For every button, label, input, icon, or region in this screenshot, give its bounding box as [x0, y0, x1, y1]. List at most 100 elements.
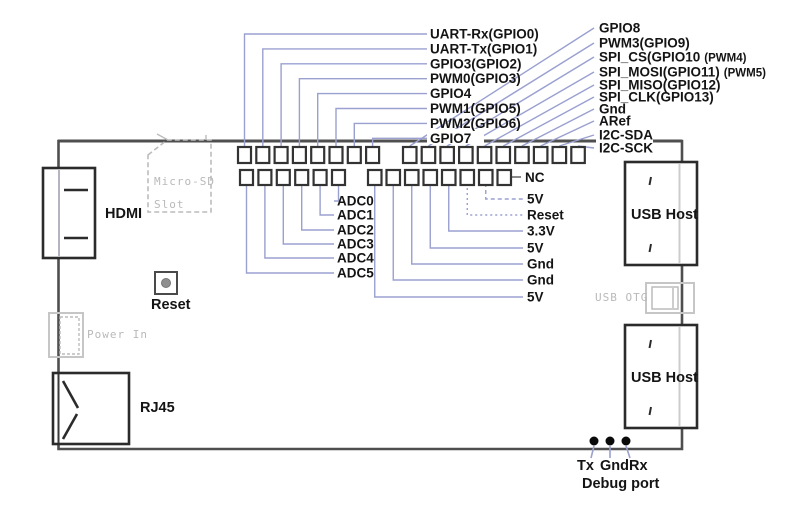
pin-label-right-gpio: PWM3(GPIO9)	[599, 36, 690, 51]
leader-right-gpio	[521, 108, 595, 147]
leader-adc	[301, 183, 334, 231]
pin-label-main: SPI_MISO(GPIO12)	[599, 78, 721, 93]
pin-pad-top-right	[551, 145, 568, 165]
pin-label-left-gpio: PWM2(GPIO6)	[430, 116, 521, 131]
leader-right-gpio	[540, 120, 595, 147]
debug-pin-dot	[589, 436, 599, 446]
leader-adc	[264, 183, 334, 259]
debug-pin-dot	[621, 436, 631, 446]
pin-pad-bottom-right	[403, 168, 420, 187]
rj45-clip-mark	[61, 380, 80, 409]
pin-pad-top-right	[495, 145, 512, 165]
pin-label-adc: ADC3	[337, 237, 374, 252]
pin-label-main: Gnd	[599, 102, 626, 117]
pin-pad-top-right	[532, 145, 549, 165]
pin-label-power: 5V	[527, 290, 544, 305]
pin-label-right-gpio: I2C-SDA	[599, 128, 653, 143]
usb-host-bottom-label: USB Host	[631, 370, 698, 386]
leader-power	[411, 183, 523, 265]
usb-pin-mark	[648, 243, 652, 253]
rj45-label: RJ45	[140, 400, 175, 416]
pin-pad-top-right	[420, 145, 437, 165]
leader-right-gpio	[484, 84, 595, 147]
leader-right-gpio	[502, 96, 595, 147]
pin-label-main: GPIO8	[599, 21, 641, 36]
pin-pad-top-right	[401, 145, 418, 165]
leader-left-gpio	[262, 48, 427, 150]
leader-right-gpio	[465, 71, 595, 147]
pin-label-power: NC	[525, 170, 545, 185]
pin-label-left-gpio: GPIO4	[430, 86, 472, 101]
pin-pad-bottom-right	[440, 168, 457, 187]
pin-label-right-gpio: Gnd	[599, 102, 626, 117]
pin-label-power: 5V	[527, 192, 544, 207]
leader-left-gpio	[298, 78, 427, 150]
pin-label-right-gpio: ARef	[599, 114, 631, 129]
leader-power	[429, 183, 523, 249]
pin-label-power: Gnd	[527, 257, 554, 272]
power-in-label: Power In	[87, 328, 148, 341]
pin-label-main: I2C-SDA	[599, 128, 653, 143]
debug-pin-label: Tx	[577, 458, 594, 474]
pin-label-left-gpio: GPIO3(GPIO2)	[430, 56, 522, 71]
usb-otg-connector	[645, 282, 695, 314]
leader-power	[448, 183, 523, 232]
debug-pin-dot	[605, 436, 615, 446]
pin-label-adc: ADC2	[337, 223, 374, 238]
pin-label-right-gpio: GPIO8	[599, 21, 641, 36]
pin-label-adc: ADC5	[337, 266, 374, 281]
pin-pad-top-left	[310, 145, 326, 165]
pin-label-main: SPI_CLK(GPIO13)	[599, 90, 714, 105]
leader-power	[374, 183, 523, 298]
pin-pad-top-left	[255, 145, 271, 165]
leader-left-gpio	[353, 122, 427, 150]
label-gap	[596, 126, 653, 141]
debug-port-label: Debug port	[582, 476, 659, 492]
microsd-label-line2: Slot	[154, 198, 185, 211]
label-gap	[596, 140, 653, 155]
leader-right-gpio	[428, 42, 595, 147]
leader-debug	[590, 445, 595, 459]
pin-label-left-gpio: PWM0(GPIO3)	[430, 71, 521, 86]
usb-host-top-connector	[623, 160, 699, 267]
pin-label-suffix: (PWM4)	[704, 53, 746, 65]
pin-pad-bottom-left	[330, 168, 347, 187]
pin-pad-bottom-right	[366, 168, 383, 187]
pin-label-right-gpio: SPI_CS(GPIO10(PWM4)	[599, 50, 747, 65]
label-gap	[427, 129, 484, 144]
leader-left-gpio	[243, 33, 427, 150]
pin-label-left-gpio: PWM1(GPIO5)	[430, 101, 521, 116]
pin-label-power: Reset	[527, 208, 564, 223]
pin-label-right-gpio: SPI_MOSI(GPIO11)(PWM5)	[599, 65, 766, 80]
pin-label-right-gpio: I2C-SCK	[599, 141, 653, 156]
pin-pad-top-right	[514, 145, 530, 165]
pin-pad-bottom-right	[385, 168, 402, 187]
leader-left-gpio	[317, 92, 427, 150]
pin-label-adc: ADC1	[337, 208, 374, 223]
power-in-jack-inner	[59, 316, 80, 355]
pin-label-right-gpio: SPI_CLK(GPIO13)	[599, 90, 714, 105]
leader-right-gpio	[559, 134, 595, 147]
pin-label-main: I2C-SCK	[599, 141, 653, 156]
pin-label-adc: ADC4	[337, 251, 374, 266]
usb-pin-mark	[648, 339, 652, 349]
pin-pad-bottom-right	[477, 168, 494, 187]
pin-pad-top-left	[365, 145, 381, 165]
pin-label-left-gpio: UART-Tx(GPIO1)	[430, 41, 537, 56]
pin-label-main: ARef	[599, 114, 631, 129]
leader-left-gpio	[335, 107, 427, 150]
microsd-slot	[147, 139, 212, 213]
pin-label-power: Gnd	[527, 273, 554, 288]
leader-adc	[319, 183, 334, 216]
pin-pad-bottom-left	[312, 168, 328, 187]
pin-pad-bottom-left	[275, 168, 291, 187]
usb-pin-mark	[648, 406, 652, 416]
leader-adc	[245, 183, 334, 274]
pin-pad-bottom-left	[238, 168, 255, 187]
pin-label-main: PWM3(GPIO9)	[599, 36, 690, 51]
pin-pad-top-left	[273, 145, 289, 165]
pin-label-adc: ADC0	[337, 194, 374, 209]
pin-label-power: 3.3V	[527, 224, 555, 239]
pin-pad-top-right	[439, 145, 455, 165]
